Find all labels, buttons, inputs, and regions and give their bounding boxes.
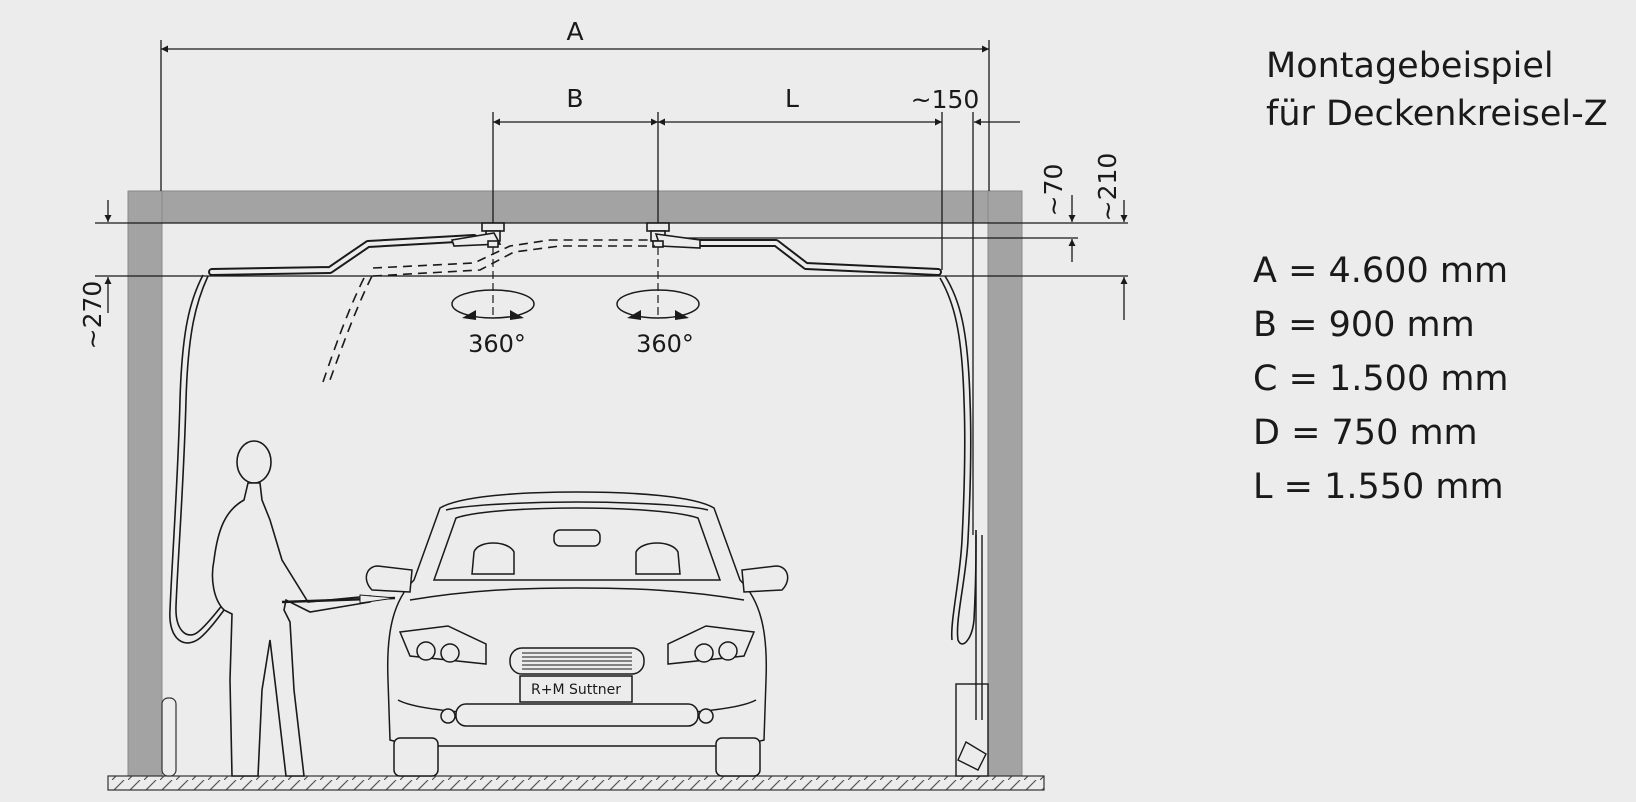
dashed-arm-position-upper	[372, 245, 655, 277]
dim-210-label: ~210	[1093, 153, 1122, 222]
right-hose	[944, 275, 977, 645]
grille-slats	[522, 652, 632, 670]
dim-270-label: ~270	[78, 281, 107, 350]
dashed-hose	[329, 275, 373, 381]
ceiling-beam	[127, 190, 1023, 224]
left-hose-inner	[175, 275, 225, 636]
spray-nozzle	[359, 594, 396, 604]
brand-plate-text: R+M Suttner	[531, 682, 621, 698]
left-rotation-label: 360°	[468, 330, 526, 358]
right-rotor-mount	[646, 222, 701, 249]
car-lower-intake	[455, 703, 699, 727]
person-silhouette	[211, 440, 396, 777]
spec-l: L = 1.550 mm	[1253, 467, 1504, 507]
car-seat-left	[471, 542, 515, 575]
heading-line-1: Montagebeispiel	[1266, 46, 1554, 86]
dimension-lines	[95, 40, 1128, 535]
car-seat-right	[635, 542, 681, 575]
left-swivel-arm	[208, 234, 478, 276]
spec-b: B = 900 mm	[1253, 305, 1475, 345]
right-rotation-ellipse	[616, 289, 700, 319]
car-mirror-right	[741, 565, 789, 593]
dashed-arm-position	[372, 239, 650, 269]
spec-c: C = 1.500 mm	[1253, 359, 1509, 399]
right-rotation-arrow	[627, 310, 689, 320]
car-hood-line	[409, 587, 745, 601]
left-hose	[169, 274, 229, 644]
dim-a-label: A	[566, 17, 583, 46]
right-swivel-arm	[664, 239, 942, 276]
left-rotation-ellipse	[451, 289, 535, 319]
car-rear-mirror	[553, 529, 601, 547]
dim-70-label: ~70	[1039, 164, 1068, 217]
wall-gun-holder	[955, 535, 989, 777]
right-wall	[987, 190, 1023, 777]
dim-150-label: ~150	[911, 85, 980, 114]
license-plate	[519, 675, 633, 703]
left-rotor-mount	[450, 222, 505, 248]
left-swivel-arm-core	[210, 236, 476, 274]
swivel-arm-system	[169, 222, 977, 645]
dashed-hose-2	[322, 277, 365, 383]
car-wheel-left	[393, 737, 439, 777]
floor	[107, 775, 1045, 791]
car-front-view	[365, 491, 789, 777]
left-rotation-arrow	[462, 310, 524, 320]
diagram-heading: Montagebeispiel für Deckenkreisel-Z	[1266, 42, 1608, 138]
car-wheel-right	[715, 737, 761, 777]
dim-b-label: B	[566, 84, 583, 113]
dimension-labels: A B L ~150 ~70 ~210 ~270	[78, 17, 1122, 349]
car-mirror-left	[365, 565, 413, 593]
heading-line-2: für Deckenkreisel-Z	[1266, 94, 1608, 134]
wall-bollard	[161, 697, 177, 777]
spec-d: D = 750 mm	[1253, 413, 1478, 453]
dim-l-label: L	[785, 84, 799, 113]
spec-a: A = 4.600 mm	[1253, 251, 1509, 291]
right-swivel-arm-core	[666, 241, 940, 274]
left-wall	[127, 190, 163, 777]
garage-structure	[107, 190, 1045, 791]
person-head	[236, 440, 272, 484]
right-hose-inner	[939, 277, 966, 641]
right-rotation-label: 360°	[636, 330, 694, 358]
spec-list: A = 4.600 mm B = 900 mm C = 1.500 mm D =…	[1253, 244, 1509, 514]
car-roof-line	[445, 501, 709, 511]
person-body	[211, 482, 371, 777]
